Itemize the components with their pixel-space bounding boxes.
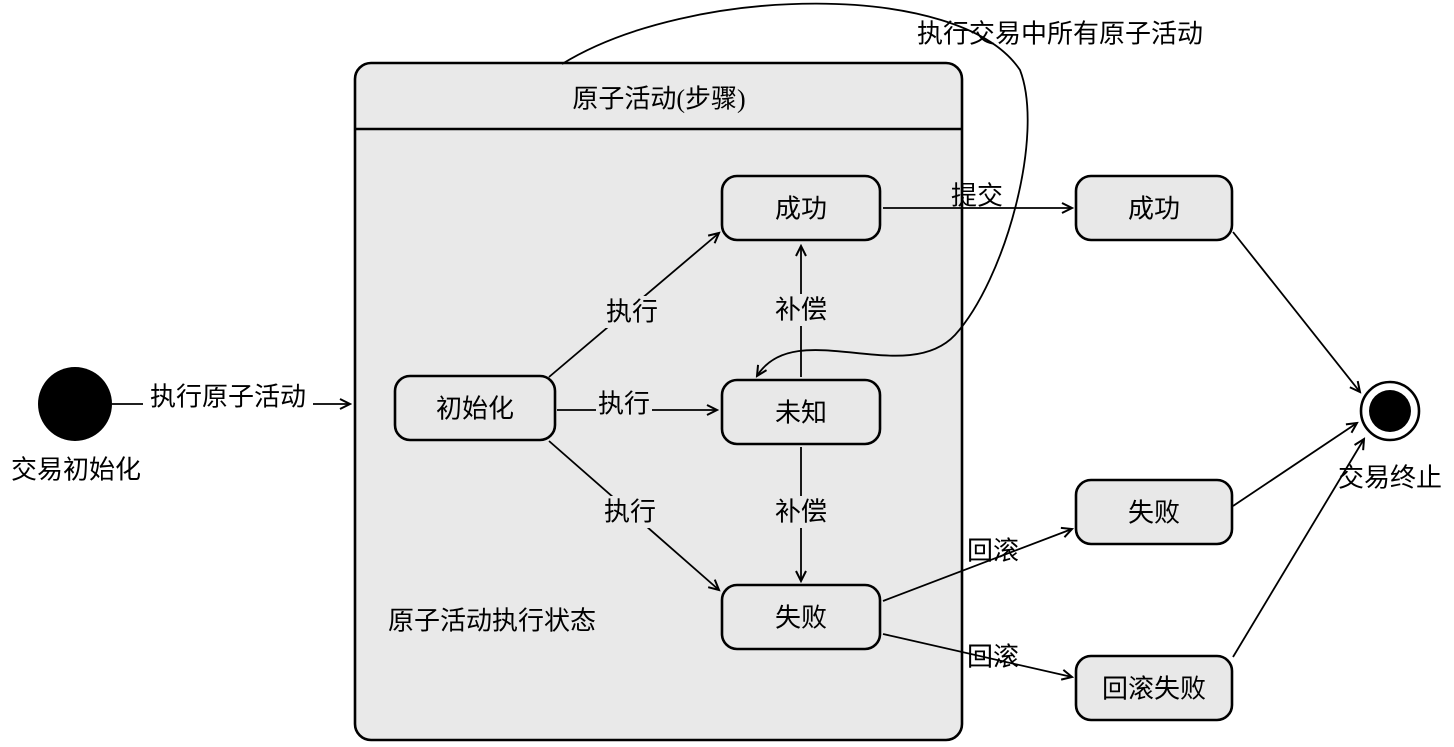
initial-state-dot <box>38 367 112 441</box>
state-success-outer-label: 成功 <box>1128 195 1180 224</box>
state-labels: 初始化 成功 未知 失败 成功 失败 回滚失败 <box>436 195 1206 704</box>
transition-rollback-to-failure <box>882 529 1072 602</box>
state-init-label: 初始化 <box>436 395 514 424</box>
transition-success-to-final <box>1232 231 1360 392</box>
state-rollback-failure-label: 回滚失败 <box>1102 675 1206 704</box>
transition-label-exec-unknown: 执行 <box>598 390 650 419</box>
state-unknown <box>720 378 882 446</box>
transition-loop-all-atomic-activities <box>561 2 1029 376</box>
states <box>393 174 1234 722</box>
final-state: 交易终止 <box>1338 380 1442 493</box>
state-success-inner-label: 成功 <box>775 195 827 224</box>
transition-label-rollback-2: 回滚 <box>967 643 1019 672</box>
final-state-label: 交易终止 <box>1338 464 1442 493</box>
composite-title: 原子活动(步骤) <box>572 85 745 114</box>
label-bg-exec-success <box>604 296 660 328</box>
state-failure-outer-label: 失败 <box>1128 499 1180 528</box>
label-backgrounds <box>143 294 829 528</box>
transition-label-exec-failure: 执行 <box>604 498 656 527</box>
state-failure-outer <box>1074 478 1234 546</box>
transition-labels: 执行原子活动 执行 执行 执行 补偿 补偿 提交 回滚 回滚 执行交易中所有原子… <box>150 20 1203 672</box>
transition-label-exec-success: 执行 <box>606 298 658 327</box>
transition-failure-to-final <box>1232 423 1357 507</box>
transition-rollback-failure-to-final <box>1232 439 1364 658</box>
state-success-outer <box>1074 174 1234 242</box>
transition-label-loop: 执行交易中所有原子活动 <box>917 20 1203 49</box>
label-bg-compensate-up <box>773 294 829 326</box>
state-unknown-label: 未知 <box>775 399 827 428</box>
state-failure-inner <box>720 583 882 651</box>
transition-label-execute-atomic: 执行原子活动 <box>150 383 306 412</box>
label-bg-exec-unknown <box>596 388 652 420</box>
transition-label-compensate-up: 补偿 <box>775 296 827 325</box>
transition-rollback-to-rollback-failure <box>882 633 1072 677</box>
label-bg-exec-failure <box>602 496 658 528</box>
final-state-dot <box>1369 390 1411 432</box>
state-failure-inner-label: 失败 <box>775 604 827 633</box>
initial-state-label: 交易初始化 <box>11 456 141 485</box>
initial-state: 交易初始化 <box>11 367 141 485</box>
label-bg-initial-transition <box>143 381 313 413</box>
state-init <box>393 374 557 442</box>
composite-caption: 原子活动执行状态 <box>388 607 596 636</box>
transition-label-compensate-down: 补偿 <box>775 498 827 527</box>
state-success-inner <box>720 174 882 242</box>
label-bg-compensate-down <box>773 496 829 528</box>
state-rollback-failure <box>1074 654 1234 722</box>
transition-label-rollback-1: 回滚 <box>967 537 1019 566</box>
transition-label-commit: 提交 <box>951 182 1003 211</box>
